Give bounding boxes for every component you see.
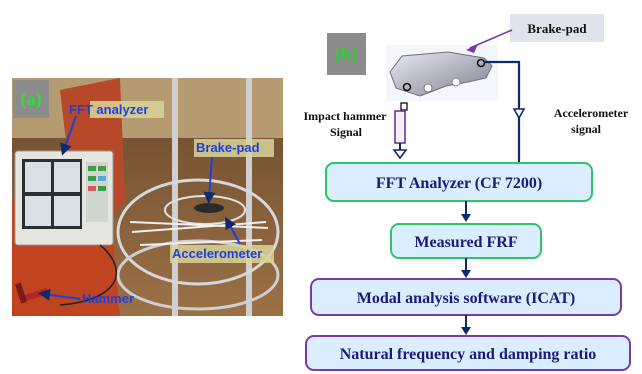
panel-a-tag: (a) xyxy=(13,80,49,118)
label-brake-pad: Brake-pad xyxy=(196,140,260,155)
flow-box-modal-analysis-text: Modal analysis software (ICAT) xyxy=(357,290,576,307)
impact-hammer-label-line2: Signal xyxy=(330,125,363,139)
label-hammer: Hammer xyxy=(82,291,134,306)
flow-box-fft-analyzer-text: FFT Analyzer (CF 7200) xyxy=(376,175,542,192)
flow-box-modal-analysis: Modal analysis software (ICAT) xyxy=(310,278,622,316)
impact-hammer-signal-path xyxy=(392,102,408,160)
hammer-impact-point xyxy=(402,82,412,92)
panel-b-tag: (b) xyxy=(327,33,366,75)
panel-b-tag-text: (b) xyxy=(335,44,357,65)
flow-arrow-2 xyxy=(461,258,471,278)
flow-arrow-3 xyxy=(461,315,471,335)
accelerometer-label-line2: signal xyxy=(571,122,602,136)
flow-box-measured-frf: Measured FRF xyxy=(390,223,542,259)
brake-pad-3d-image xyxy=(386,45,498,101)
accelerometer-signal-path xyxy=(484,60,526,163)
label-fft-analyzer: FFT analyzer xyxy=(69,102,148,117)
panel-a-tag-text: (a) xyxy=(21,89,42,110)
brake-pad-callout-text: Brake-pad xyxy=(527,21,587,36)
flow-arrow-1 xyxy=(461,201,471,222)
flow-box-natural-frequency: Natural frequency and damping ratio xyxy=(305,335,631,371)
label-accelerometer: Accelerometer xyxy=(172,246,262,261)
accelerometer-label-line1: Accelerometer xyxy=(554,106,629,120)
impact-hammer-label-line1: Impact hammer xyxy=(304,109,388,123)
flow-box-measured-frf-text: Measured FRF xyxy=(414,234,517,251)
brake-pad-callout: Brake-pad xyxy=(466,14,604,53)
photo-annotations: FFT analyzer Brake-pad Accelerometer Ham… xyxy=(38,101,274,306)
flow-box-fft-analyzer: FFT Analyzer (CF 7200) xyxy=(325,162,593,202)
flow-box-natural-frequency-text: Natural frequency and damping ratio xyxy=(340,346,597,363)
